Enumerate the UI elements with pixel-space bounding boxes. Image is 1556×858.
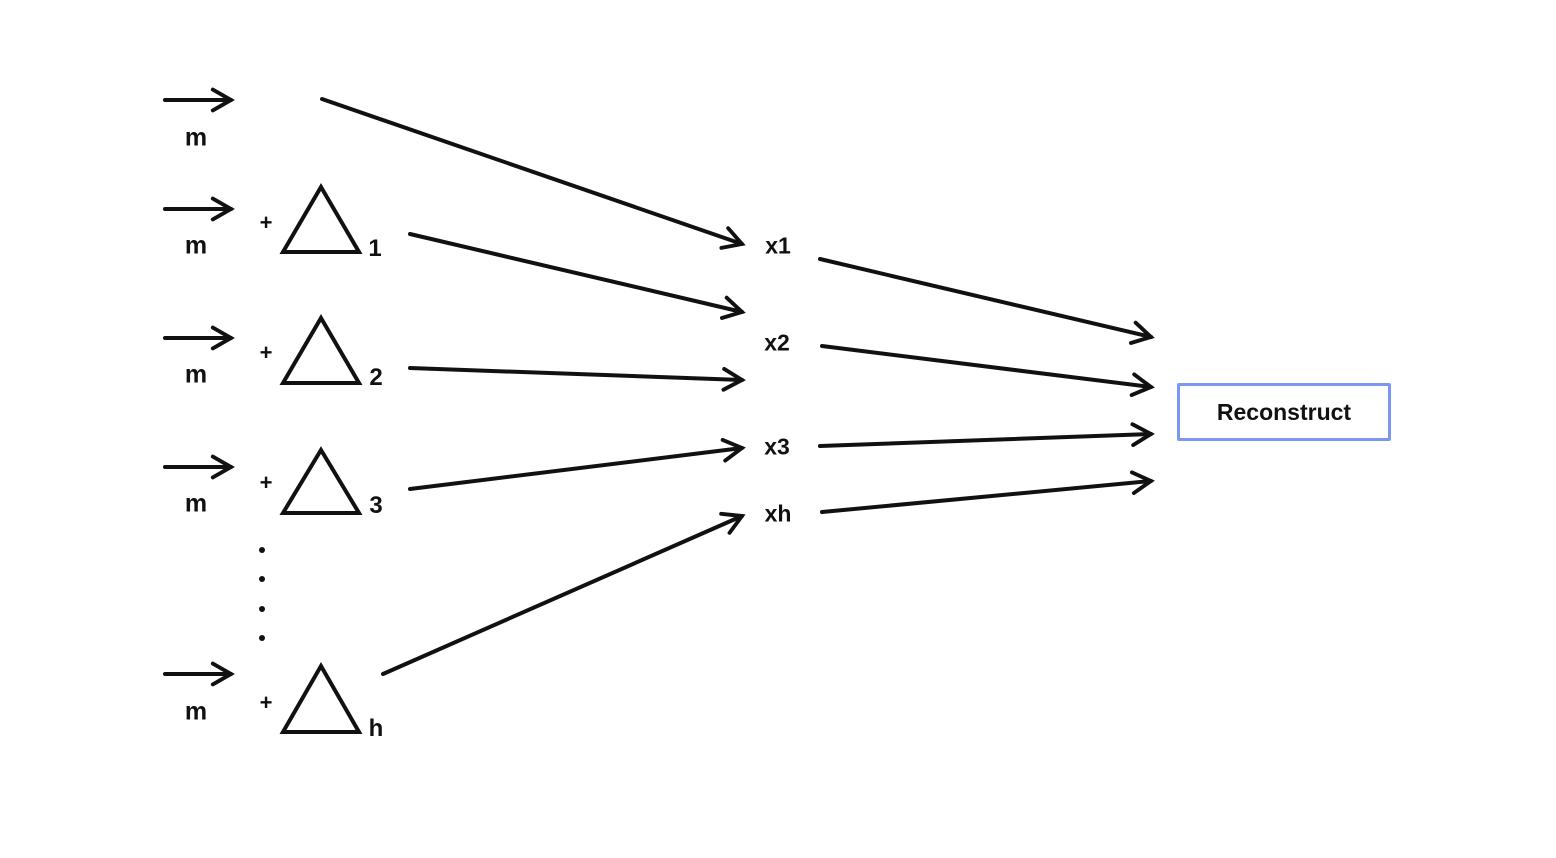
plus-sign-3: +: [259, 470, 273, 495]
ellipsis-dot: [259, 547, 265, 553]
ellipsis-dot: [259, 606, 265, 612]
delta-triangle-icon-h: [279, 661, 363, 734]
encode-arrow-1: [320, 97, 746, 250]
node-label-x3: x3: [764, 433, 790, 460]
delta-subscript-3: 3: [369, 492, 383, 519]
encode-arrow-4: [408, 437, 746, 491]
decode-arrow-1: [818, 257, 1155, 345]
delta-triangle-icon-2: [279, 314, 363, 385]
encode-arrow-5: [381, 511, 746, 676]
decode-arrow-2: [820, 344, 1155, 398]
delta-subscript-2: 2: [369, 364, 383, 391]
ellipsis-dot: [259, 576, 265, 582]
decode-arrow-4: [820, 470, 1155, 514]
node-label-x1: x1: [765, 232, 791, 259]
reconstruct-box: Reconstruct: [1177, 383, 1391, 441]
m-label-3: m: [184, 360, 208, 389]
vertical-ellipsis-dots: [259, 547, 265, 641]
ellipsis-dot: [259, 635, 265, 641]
node-label-x2: x2: [764, 329, 790, 356]
encode-arrow-2: [408, 232, 746, 320]
decode-arrow-3: [818, 422, 1155, 448]
delta-triangle-icon-1: [279, 183, 363, 254]
node-label-xh: xh: [764, 500, 792, 527]
delta-subscript-h: h: [368, 715, 384, 742]
encode-arrow-3: [408, 366, 746, 392]
m-label-1: m: [184, 123, 208, 152]
plus-sign-4: +: [259, 690, 273, 715]
m-label-2: m: [184, 231, 208, 260]
plus-sign-2: +: [259, 340, 273, 365]
delta-triangle-icon-3: [279, 446, 363, 515]
plus-sign-1: +: [259, 210, 273, 235]
m-label-5: m: [184, 697, 208, 726]
diagram-strokes: [163, 87, 1155, 734]
m-label-4: m: [184, 489, 208, 518]
reconstruct-label: Reconstruct: [1216, 398, 1352, 425]
delta-subscript-1: 1: [368, 235, 382, 262]
